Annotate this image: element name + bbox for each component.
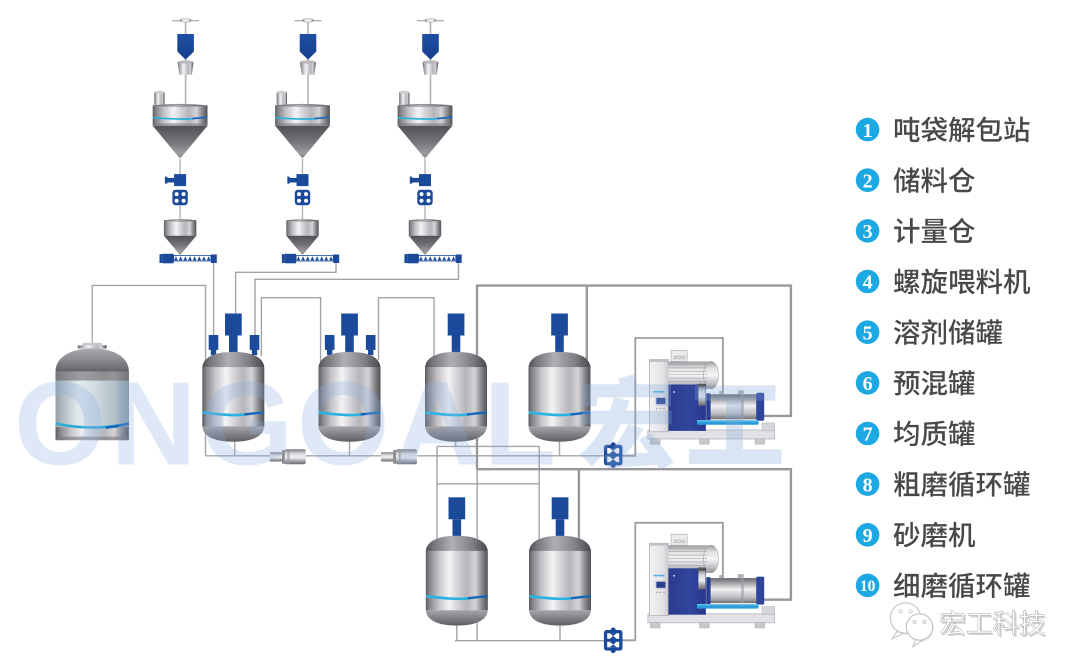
svg-text:3: 3	[863, 221, 873, 243]
svg-text:ONGOAL: ONGOAL	[14, 358, 560, 491]
svg-text:4: 4	[863, 272, 873, 294]
svg-text:9: 9	[863, 525, 873, 547]
svg-text:10: 10	[860, 578, 876, 595]
svg-text:6: 6	[863, 373, 873, 395]
svg-text:7: 7	[863, 424, 873, 446]
svg-text:1: 1	[863, 120, 873, 142]
svg-text:2: 2	[863, 170, 873, 192]
svg-text:5: 5	[863, 322, 873, 344]
svg-text:8: 8	[863, 474, 873, 496]
